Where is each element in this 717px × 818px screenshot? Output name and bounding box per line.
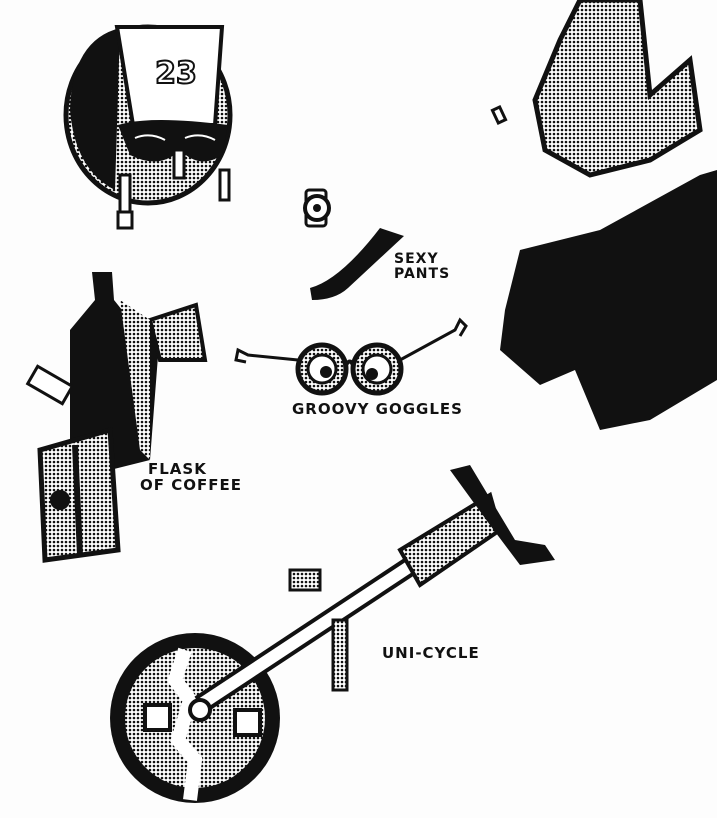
black-shirt-icon — [500, 170, 717, 430]
watch-icon — [303, 188, 331, 228]
sexy-pants-label-line-2: PANTS — [394, 265, 451, 282]
cape-fragment-icon — [490, 0, 703, 178]
sexy-pants-icon — [310, 228, 404, 300]
flask-label-line-2: OF COFFEE — [140, 475, 242, 494]
flask-label-line-1: FLASK — [148, 460, 207, 478]
unicycle-icon — [110, 465, 555, 803]
helmet-icon — [63, 24, 233, 230]
flask-icon — [25, 272, 208, 563]
helmet-number: 23 — [154, 55, 198, 92]
groovy-goggles-label: GROOVY GOGGLES — [292, 400, 463, 418]
goggles-icon — [234, 317, 468, 396]
sexy-pants-label-line-1: SEXY — [394, 251, 439, 267]
sexy-pants-label: SEXY PANTS — [394, 252, 450, 281]
flask-of-coffee-label: FLASK OF COFFEE — [140, 460, 242, 494]
uni-cycle-label: UNI-CYCLE — [382, 644, 480, 662]
